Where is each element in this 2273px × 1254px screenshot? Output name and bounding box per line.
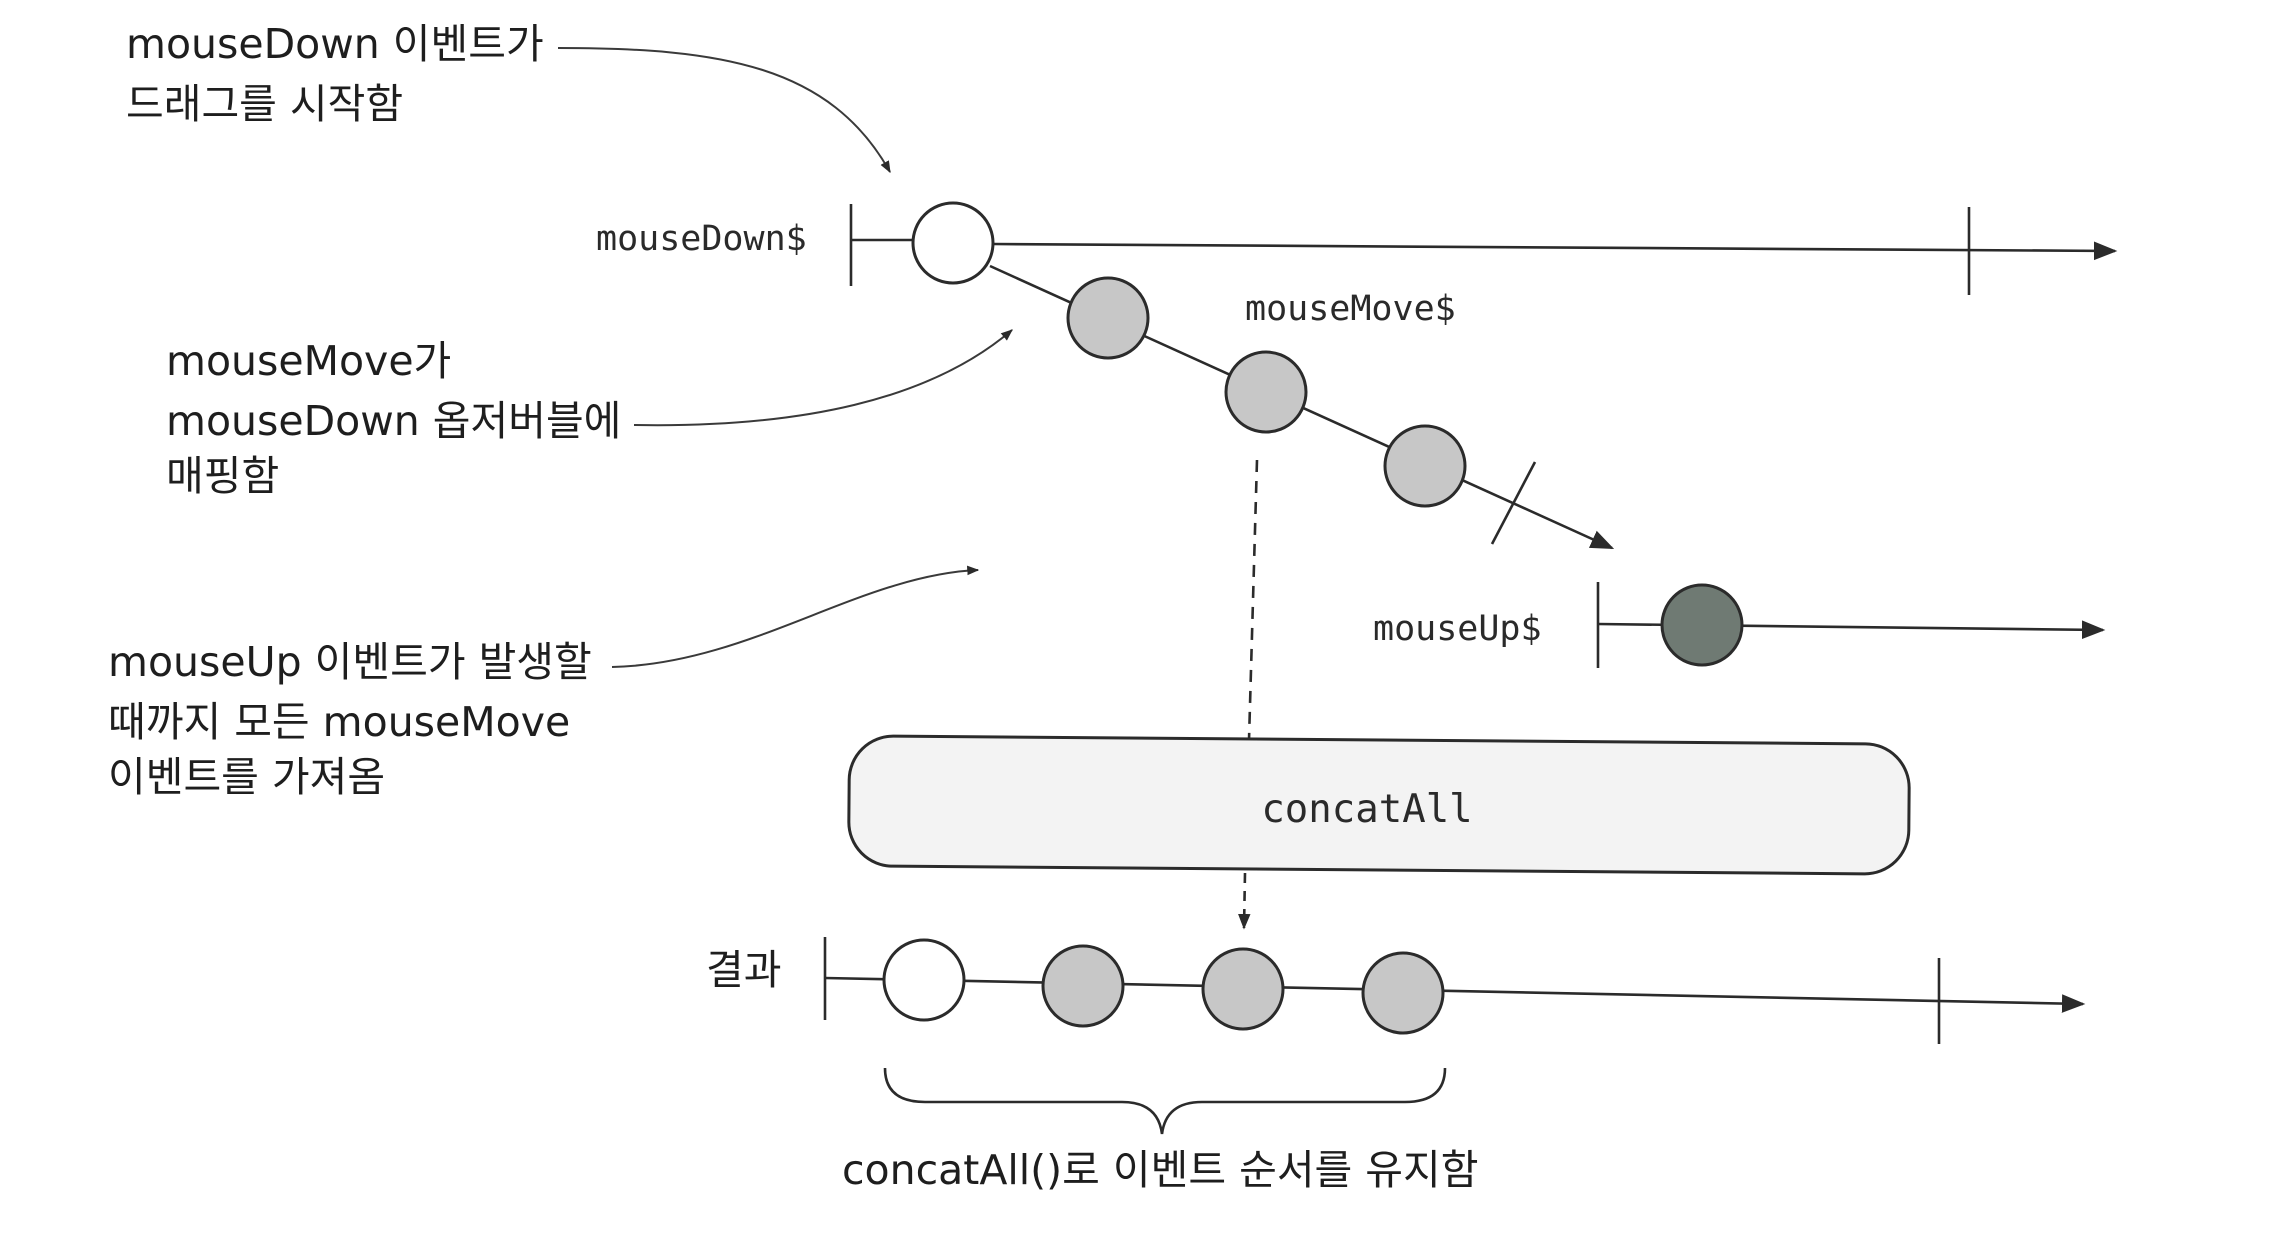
mousemove-stream-label: mouseMove$ [1245,289,1456,329]
mousemove-stream: mouseMove$ [989,264,1615,550]
annotation-take-until-line2: 때까지 모든 mouseMove [108,698,570,746]
concatall-operator-box [847,734,1911,876]
mousedown-stream-timeline [992,241,2118,261]
dashed-connector-into-operator [1247,459,1259,741]
annotation-take-until: mouseUp 이벤트가 발생할 때까지 모든 mouseMove 이벤트를 가… [108,565,980,801]
annotation-map-move-line2: mouseDown 옵저버블에 [166,397,621,445]
annotation-drag-start-leader [557,47,891,174]
mousemove-event-1 [1066,276,1150,360]
mousedown-stream: mouseDown$ [596,201,2118,295]
mouseup-event [1660,583,1744,667]
mousedown-event [911,201,995,285]
result-stream-timeline [824,976,2086,1013]
annotation-take-until-line1: mouseUp 이벤트가 발생할 [108,638,592,686]
order-annotation-text: concatAll()로 이벤트 순서를 유지함 [842,1146,1478,1194]
annotation-take-until-leader [611,565,980,668]
dashed-connector-to-result [1238,872,1251,930]
result-event-3 [1201,947,1285,1031]
mouseup-stream-label: mouseUp$ [1373,609,1542,649]
annotation-map-move-line3: 매핑함 [166,452,279,500]
annotation-drag-start-line2: 드래그를 시작함 [126,80,403,128]
mouseup-stream: mouseUp$ [1373,582,2106,668]
mousemove-event-2 [1224,350,1308,434]
mousemove-stream-cut-mark [1490,461,1537,545]
annotation-drag-start-line1: mouseDown 이벤트가 [126,20,544,68]
result-event-2 [1041,944,1125,1028]
mousedown-stream-label: mouseDown$ [596,219,807,259]
mousemove-event-3 [1383,424,1467,508]
result-stream-label: 결과 [706,946,781,994]
concatall-operator-label: concatAll [1261,787,1472,832]
concatall-operator: concatAll [847,734,1911,876]
result-event-4 [1361,951,1445,1035]
result-event-1 [882,938,966,1022]
annotation-map-move-line1: mouseMove가 [166,337,451,385]
curly-brace [883,1067,1447,1135]
annotation-map-move: mouseMove가 mouseDown 옵저버블에 매핑함 [166,329,1013,500]
order-annotation: concatAll()로 이벤트 순서를 유지함 [842,1067,1478,1194]
annotation-drag-start: mouseDown 이벤트가 드래그를 시작함 [126,20,891,174]
annotation-map-move-leader [633,329,1013,427]
result-stream: 결과 [706,937,2086,1044]
annotation-take-until-line3: 이벤트를 가져옴 [108,753,385,801]
